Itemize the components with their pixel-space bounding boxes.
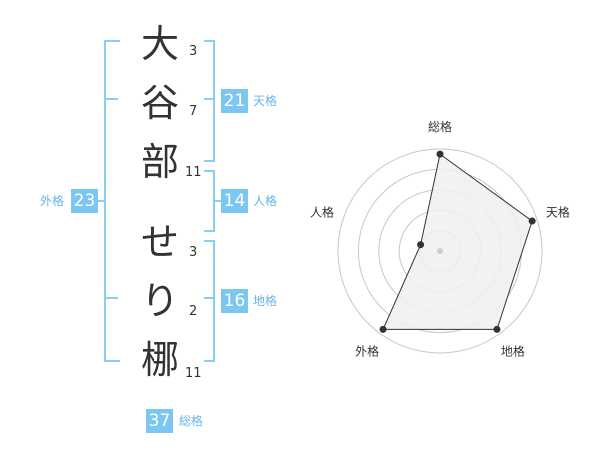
stroke-count-3: 11 <box>185 165 202 180</box>
stroke-count-6: 11 <box>185 366 202 381</box>
jinkaku-label: 人格 <box>253 194 278 208</box>
name-char-1: 大 <box>140 22 179 66</box>
radar-point <box>493 325 501 333</box>
radar-point <box>417 241 425 249</box>
radar-point <box>379 325 387 333</box>
radar-axis-label: 天格 <box>546 205 570 220</box>
name-char-2: 谷 <box>140 81 179 125</box>
radar-axis-label: 総格 <box>428 119 452 134</box>
radar-ring <box>337 148 543 354</box>
soukaku-value-badge: 37 <box>146 409 173 433</box>
name-char-5: り <box>140 279 179 323</box>
radar-axis-label: 地格 <box>501 343 525 358</box>
jinkaku-connector <box>213 200 221 202</box>
gaikaku-value-badge: 23 <box>71 189 98 213</box>
radar-point <box>528 217 536 225</box>
gaikaku-bracket <box>104 40 120 362</box>
name-char-6: 梛 <box>140 338 179 382</box>
gaikaku-label: 外格 <box>40 194 65 208</box>
radar-axis-label: 外格 <box>355 343 379 358</box>
chikaku-bracket <box>204 240 215 362</box>
chikaku-bracket-mid-tick <box>204 297 215 299</box>
tenkaku-bracket <box>204 40 215 162</box>
gaikaku-connector <box>98 200 105 202</box>
chikaku-value-badge: 16 <box>221 289 248 313</box>
tenkaku-bracket-mid-tick <box>204 98 215 100</box>
radar-axis-label: 人格 <box>310 205 334 220</box>
name-char-3: 部 <box>140 140 179 184</box>
soukaku-label: 総格 <box>179 414 204 428</box>
radar-polygon <box>382 153 533 330</box>
radar-point <box>436 150 444 158</box>
radar-center <box>437 248 443 254</box>
gaikaku-bracket-mid-tick <box>104 98 118 100</box>
gaikaku-bracket-mid-tick <box>104 297 118 299</box>
chikaku-label: 地格 <box>253 294 278 308</box>
stroke-count-1: 3 <box>189 44 198 59</box>
stroke-count-2: 7 <box>189 104 198 119</box>
jinkaku-value-badge: 14 <box>221 189 248 213</box>
tenkaku-label: 天格 <box>253 94 278 108</box>
stroke-count-4: 3 <box>189 245 198 260</box>
stroke-count-5: 2 <box>189 304 198 319</box>
tenkaku-value-badge: 21 <box>221 89 248 113</box>
name-char-4: せ <box>140 220 179 264</box>
